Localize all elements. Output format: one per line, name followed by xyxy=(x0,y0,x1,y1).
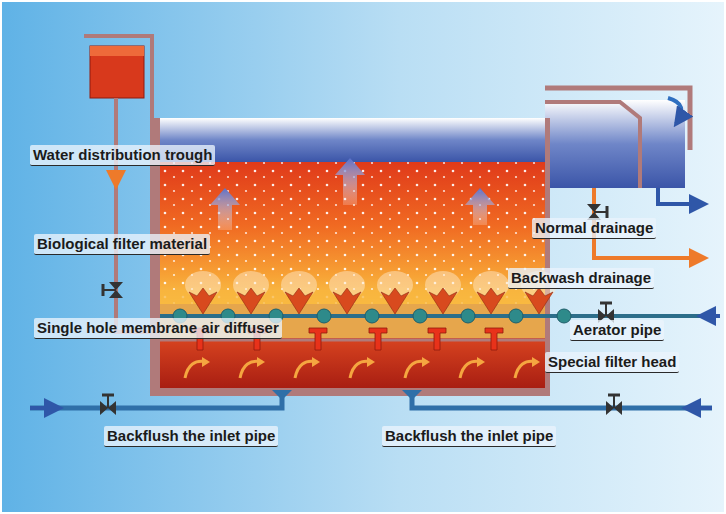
swirl-head xyxy=(257,357,265,367)
swirl-head xyxy=(312,357,320,367)
part-label: Backflush the inlet pipe xyxy=(104,426,278,447)
swirl-head xyxy=(422,357,430,367)
part-label: Aerator pipe xyxy=(570,320,664,341)
filter-head xyxy=(369,328,387,350)
air-diffuser xyxy=(525,288,553,314)
swirl-head xyxy=(367,357,375,367)
swirl-head xyxy=(477,357,485,367)
air-diffuser xyxy=(189,288,217,314)
pipe-joint xyxy=(461,309,475,323)
part-label: Water distribution trough xyxy=(30,145,215,166)
filter-head xyxy=(485,328,503,350)
swirl-head xyxy=(532,357,540,367)
filter-head xyxy=(428,328,446,350)
pipe-joint xyxy=(317,309,331,323)
pipe-joint xyxy=(509,309,523,323)
swirl-head xyxy=(202,357,210,367)
air-diffuser xyxy=(429,288,457,314)
air-diffuser xyxy=(285,288,313,314)
air-diffuser xyxy=(333,288,361,314)
air-diffuser xyxy=(237,288,265,314)
air-diffuser xyxy=(477,288,505,314)
part-label: Backflush the inlet pipe xyxy=(382,426,556,447)
pipe-joint xyxy=(365,309,379,323)
pipe-joint xyxy=(557,309,571,323)
part-label: Special filter head xyxy=(545,352,679,373)
part-label: Backwash drainage xyxy=(508,268,654,289)
part-label: Single hole membrane air diffuser xyxy=(34,318,282,339)
part-label: Biological filter material xyxy=(34,234,210,255)
air-diffuser xyxy=(381,288,409,314)
pipe-joint xyxy=(413,309,427,323)
filter-head xyxy=(309,328,327,350)
part-label: Normal drainage xyxy=(532,218,656,239)
